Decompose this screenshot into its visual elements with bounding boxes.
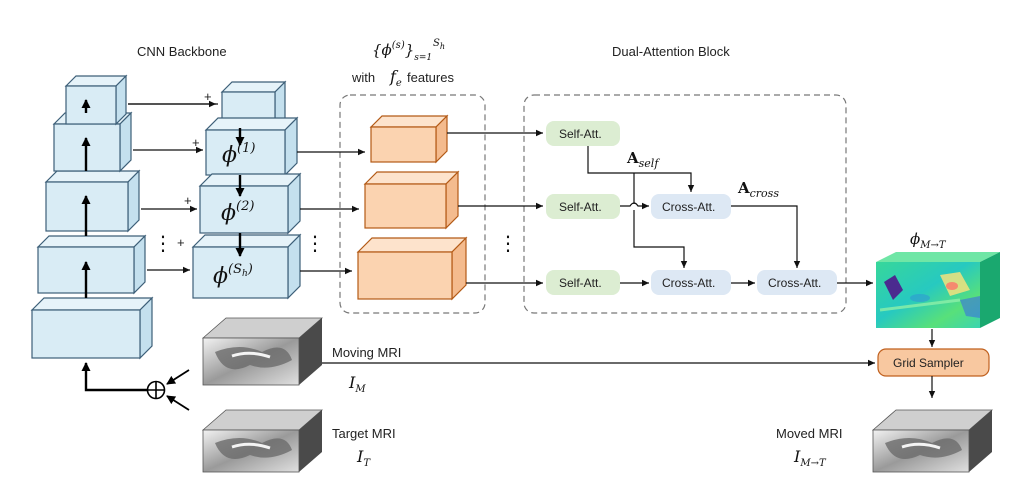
phi-2-block: ϕ(2)	[198, 172, 302, 235]
plus-3: +	[184, 193, 192, 208]
cross-att-node-2: Cross-Att.	[651, 270, 731, 295]
svg-text:Self-Att.: Self-Att.	[559, 127, 602, 141]
feature-block-3	[356, 236, 468, 301]
with-features-caption: with fe features	[351, 67, 454, 89]
svg-text:Cross-Att.: Cross-Att.	[662, 200, 715, 214]
a-self-label: Aself	[626, 149, 660, 170]
svg-text:Self-Att.: Self-Att.	[559, 200, 602, 214]
backbone-block-2	[36, 234, 147, 295]
ellipsis-left: ⋮	[153, 231, 173, 255]
phi-2-label: ϕ(2)	[221, 199, 254, 226]
phi-sh-label: ϕ(Sh)	[213, 262, 253, 289]
target-mri-label: Target MRI	[332, 426, 396, 441]
cross-att-node-1: Cross-Att.	[651, 194, 731, 219]
ellipsis-right: ⋮	[498, 231, 518, 255]
backbone-block-3	[44, 169, 141, 233]
cnn-backbone-title: CNN Backbone	[137, 44, 227, 59]
plus-4: +	[177, 235, 185, 250]
svg-text:Grid Sampler: Grid Sampler	[893, 356, 964, 370]
features-set-title: {ϕ(s)}s=1 Sh	[372, 38, 445, 63]
ellipsis-middle: ⋮	[305, 231, 325, 255]
svg-text:Across: Across	[737, 179, 779, 200]
phi-sh-block: ϕ(Sh)	[191, 233, 302, 300]
svg-text:Sh: Sh	[433, 38, 445, 51]
svg-text:Cross-Att.: Cross-Att.	[768, 276, 821, 290]
a-cross-label: Across	[737, 179, 779, 200]
cross-att-node-3: Cross-Att.	[757, 270, 837, 295]
moved-mri-image	[871, 409, 994, 473]
moving-mri-image	[201, 317, 324, 386]
imt-label: IM→T	[793, 447, 827, 469]
dual-attention-title: Dual-Attention Block	[612, 44, 730, 59]
svg-text:fe: fe	[389, 67, 402, 89]
features-dashed-box	[339, 94, 486, 314]
svg-text:Cross-Att.: Cross-Att.	[662, 276, 715, 290]
self-att-node-3: Self-Att.	[546, 270, 620, 295]
svg-text:features: features	[407, 70, 454, 85]
im-label: IM	[348, 373, 366, 395]
plus-1: +	[204, 89, 212, 104]
moving-mri-label: Moving MRI	[332, 345, 401, 360]
dual-attention-dashed-box	[523, 94, 847, 314]
svg-text:{ϕ(s)}s=1: {ϕ(s)}s=1	[372, 40, 432, 63]
svg-text:with: with	[351, 70, 375, 85]
self-att-node-1: Self-Att.	[546, 121, 620, 146]
backbone-block-5	[64, 74, 128, 126]
svg-text:Aself: Aself	[626, 149, 660, 170]
plus-2: +	[192, 135, 200, 150]
phi-1-block: ϕ(1)	[204, 116, 299, 177]
phi-mt-label: ϕM→T	[910, 230, 947, 251]
feature-block-1	[369, 114, 449, 164]
target-mri-image	[201, 409, 324, 473]
self-att-node-2: Self-Att.	[546, 194, 620, 219]
feature-block-2	[363, 170, 460, 230]
backbone-block-1	[30, 296, 154, 360]
moved-mri-label: Moved MRI	[776, 426, 842, 441]
it-label: IT	[356, 447, 371, 469]
svg-text:Self-Att.: Self-Att.	[559, 276, 602, 290]
grid-sampler-node: Grid Sampler	[877, 348, 990, 377]
deformation-field-map	[876, 252, 1000, 328]
